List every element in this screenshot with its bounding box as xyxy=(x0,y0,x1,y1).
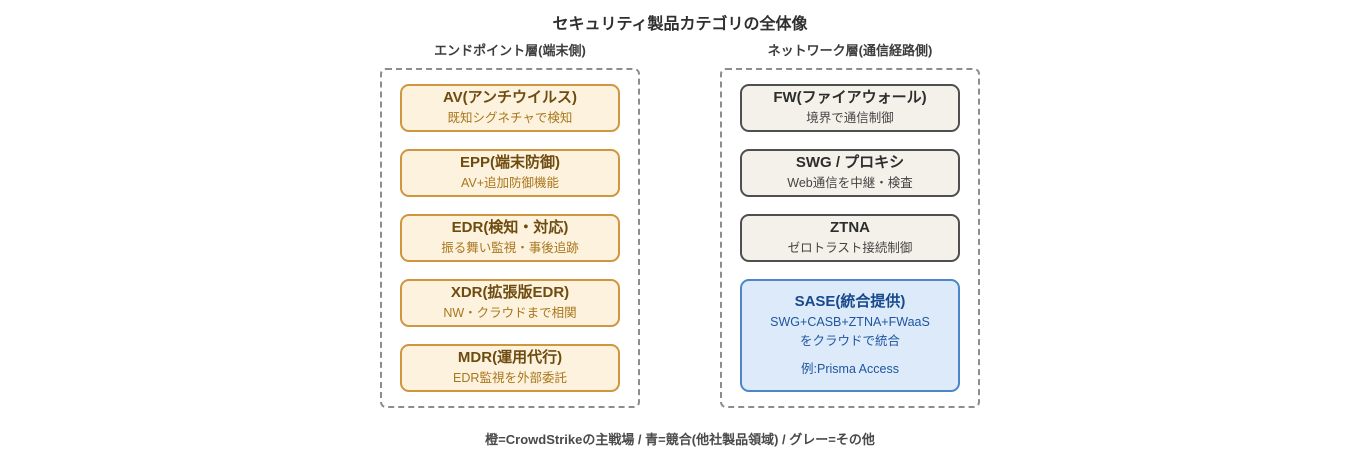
category-box-title: ZTNA xyxy=(830,219,870,237)
category-box-title: SWG / プロキシ xyxy=(795,154,905,172)
category-box-swg: SWG / プロキシ Web通信を中継・検査 xyxy=(740,149,960,197)
category-box-title: XDR(拡張版EDR) xyxy=(450,284,570,302)
category-box-subtitle: 振る舞い監視・事後追跡 xyxy=(441,240,579,255)
category-box-title: FW(ファイアウォール) xyxy=(773,89,927,107)
page-title: セキュリティ製品カテゴリの全体像 xyxy=(552,16,808,33)
category-box-ztna: ZTNA ゼロトラスト接続制御 xyxy=(740,214,960,262)
category-box-subtitle: SWG+CASB+ZTNA+FWaaS xyxy=(770,315,930,330)
category-box-subtitle: Web通信を中継・検査 xyxy=(787,175,913,190)
category-box-subtitle: 既知シグネチャで検知 xyxy=(447,110,573,125)
category-box-title: MDR(運用代行) xyxy=(457,349,563,367)
network-layer-group: FW(ファイアウォール) 境界で通信制御 SWG / プロキシ Web通信を中継・検査… xyxy=(720,68,980,408)
category-box-fw: FW(ファイアウォール) 境界で通信制御 xyxy=(740,84,960,132)
category-box-xdr: XDR(拡張版EDR) NW・クラウドまで相関 xyxy=(400,279,620,327)
category-box-av: AV(アンチウイルス) 既知シグネチャで検知 xyxy=(400,84,620,132)
category-box-sase: SASE(統合提供) SWG+CASB+ZTNA+FWaaS をクラウドで統合例:P… xyxy=(740,279,960,392)
endpoint-layer-label: エンドポイント層(端末側) xyxy=(434,43,586,58)
category-box-title: AV(アンチウイルス) xyxy=(442,89,578,107)
category-box-subtitle: 境界で通信制御 xyxy=(806,110,894,125)
category-box-subtitle: ゼロトラスト接続制御 xyxy=(787,240,913,255)
category-box-epp: EPP(端末防御) AV+追加防御機能 xyxy=(400,149,620,197)
category-box-title: EPP(端末防御) xyxy=(459,154,560,172)
category-box-subtitle: NW・クラウドまで相関 xyxy=(443,305,577,320)
category-box-title: SASE(統合提供) xyxy=(794,293,906,311)
category-box-title: EDR(検知・対応) xyxy=(451,219,569,237)
category-box-subtitle: AV+追加防御機能 xyxy=(460,175,560,190)
category-box-subtitle: をクラウドで統合 xyxy=(799,333,900,348)
column-network-layer: ネットワーク層(通信経路側) FW(ファイアウォール) 境界で通信制御 SWG / … xyxy=(720,40,980,408)
network-layer-label: ネットワーク層(通信経路側) xyxy=(767,43,933,58)
category-box-subtitle: EDR監視を外部委託 xyxy=(453,370,567,385)
color-legend: 橙=CrowdStrikeの主戦場 / 青=競合(他社製品領域) / グレー=そ… xyxy=(485,432,875,447)
category-box-mdr: MDR(運用代行) EDR監視を外部委託 xyxy=(400,344,620,392)
column-endpoint-layer: エンドポイント層(端末側) AV(アンチウイルス) 既知シグネチャで検知 EPP(端… xyxy=(380,40,640,408)
category-box-edr: EDR(検知・対応) 振る舞い監視・事後追跡 xyxy=(400,214,620,262)
category-box-subtitle: 例:Prisma Access xyxy=(801,361,899,376)
diagram-columns: エンドポイント層(端末側) AV(アンチウイルス) 既知シグネチャで検知 EPP(端… xyxy=(0,40,1360,408)
